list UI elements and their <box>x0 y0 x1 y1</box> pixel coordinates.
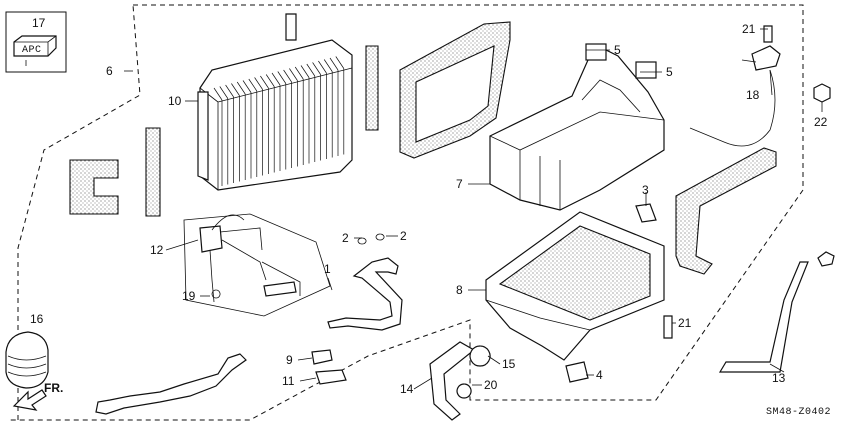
callout-9: 9 <box>286 353 293 367</box>
evaporator-fin-top <box>213 87 223 101</box>
evaporator-fin-top <box>219 86 229 99</box>
front-arrow: FR. <box>12 381 63 411</box>
evaporator-fin-top <box>265 74 275 87</box>
callout-15: 15 <box>502 357 516 371</box>
upper-case <box>489 43 665 211</box>
foam-strip-left <box>145 127 161 217</box>
evaporator-fin-top <box>312 62 321 75</box>
callout-18: 18 <box>746 88 760 102</box>
liquid-pipe <box>327 257 403 331</box>
callout-6: 6 <box>106 64 113 78</box>
leader-lines <box>25 28 823 390</box>
evaporator-fin-top <box>329 57 339 71</box>
evaporator-fin-top <box>236 81 246 95</box>
callout-4: 4 <box>596 368 603 382</box>
evaporator-fin-top <box>283 69 292 83</box>
washer-2b <box>375 233 385 241</box>
callout-2b: 2 <box>400 229 407 243</box>
evaporator-fin-top <box>300 65 310 78</box>
assembly-boundary <box>10 4 804 421</box>
apc-cap-text: APC <box>22 45 42 56</box>
callout-21b: 21 <box>678 316 692 330</box>
front-arrow-text: FR. <box>44 381 63 395</box>
callout-14: 14 <box>400 382 414 396</box>
evaporator-fin-top <box>318 60 327 74</box>
valve-box <box>183 213 331 317</box>
screw-21-top <box>763 25 773 43</box>
evaporator-fin-top <box>260 75 269 89</box>
washer-20 <box>456 383 472 399</box>
foam-block-c <box>69 159 119 215</box>
grommet-15 <box>469 345 491 367</box>
bracket <box>718 261 809 373</box>
drain-hose <box>429 341 476 421</box>
evaporator-fin-top <box>271 72 281 86</box>
screw-21-low <box>663 315 673 339</box>
callout-5b: 5 <box>666 65 673 79</box>
expansion-valve <box>199 214 301 303</box>
evaporator-fin-top <box>294 66 304 80</box>
callout-19: 19 <box>182 289 196 303</box>
part-17-box <box>5 11 67 73</box>
callout-3: 3 <box>642 183 649 197</box>
foam-strip-mid <box>365 45 379 131</box>
evaporator-fin-top <box>289 68 298 81</box>
nut-22 <box>813 83 831 103</box>
evaporator-core <box>197 13 353 191</box>
callout-1: 1 <box>324 262 331 276</box>
part-code: SM48-Z0402 <box>766 407 831 418</box>
evaporator-fin-top <box>323 59 333 72</box>
bracket-screw <box>817 251 835 267</box>
evaporator-fin-top <box>231 83 240 96</box>
callout-10: 10 <box>168 94 182 108</box>
callout-11: 11 <box>282 374 295 388</box>
callout-13: 13 <box>772 371 786 385</box>
callout-8: 8 <box>456 283 463 297</box>
callout-5a: 5 <box>614 43 621 57</box>
callout-20: 20 <box>484 378 498 392</box>
evaporator-fin-top <box>277 71 287 84</box>
callout-12: 12 <box>150 243 164 257</box>
seal-9 <box>311 349 333 365</box>
callout-2a: 2 <box>342 231 349 245</box>
callout-22: 22 <box>814 115 828 129</box>
tube-11 <box>315 369 347 385</box>
lower-case <box>485 211 665 361</box>
evaporator-fin-top <box>306 63 316 77</box>
foam-strip-right <box>675 147 777 275</box>
clip-4 <box>565 361 589 383</box>
suction-pipe <box>95 353 247 415</box>
evaporator-fin-top <box>248 78 258 92</box>
foam-frame-large <box>399 21 511 159</box>
evaporator-fin-top <box>254 77 263 90</box>
grommet <box>5 331 49 389</box>
callout-17: 17 <box>32 16 46 30</box>
washer-2a <box>357 237 367 245</box>
o-ring <box>211 289 221 299</box>
callout-7: 7 <box>456 177 463 191</box>
callout-21a: 21 <box>742 22 756 36</box>
evaporator-fin-top <box>335 56 345 69</box>
apc-cap: APC <box>13 35 57 57</box>
evaporator-fin-top <box>242 80 252 93</box>
evaporator-fin-top <box>225 84 234 98</box>
clip-3 <box>635 203 657 223</box>
callout-16: 16 <box>30 312 44 326</box>
thermostat <box>689 45 781 147</box>
